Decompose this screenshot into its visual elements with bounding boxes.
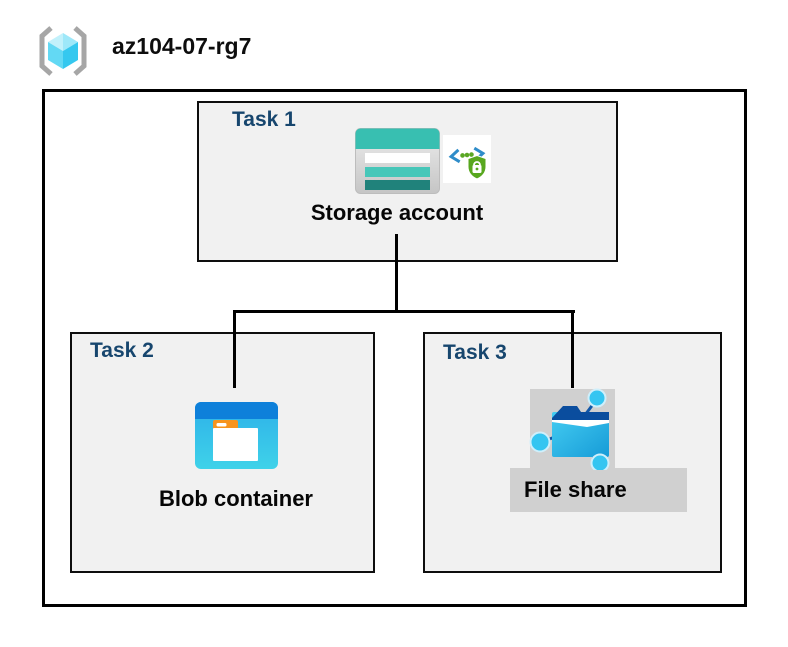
task1-label: Task 1 [232, 108, 296, 131]
secure-endpoint-icon [443, 135, 491, 183]
blob-container-icon [195, 402, 278, 469]
resource-group-icon [39, 26, 87, 76]
storage-account-icon [355, 128, 440, 194]
connector-to-blob-container [233, 310, 236, 388]
connector-to-file-share [571, 310, 574, 388]
file-share-icon [529, 388, 610, 470]
storage-account-label: Storage account [310, 200, 484, 225]
task3-label: Task 3 [443, 341, 507, 364]
blob-container-label: Blob container [158, 486, 313, 511]
file-share-label: File share [524, 477, 627, 502]
file-share-label-highlight: File share [510, 468, 687, 512]
connector-branch-horizontal [233, 310, 575, 313]
task2-label: Task 2 [90, 339, 154, 362]
resource-group-name: az104-07-rg7 [112, 33, 252, 59]
connector-storage-down [395, 234, 398, 313]
